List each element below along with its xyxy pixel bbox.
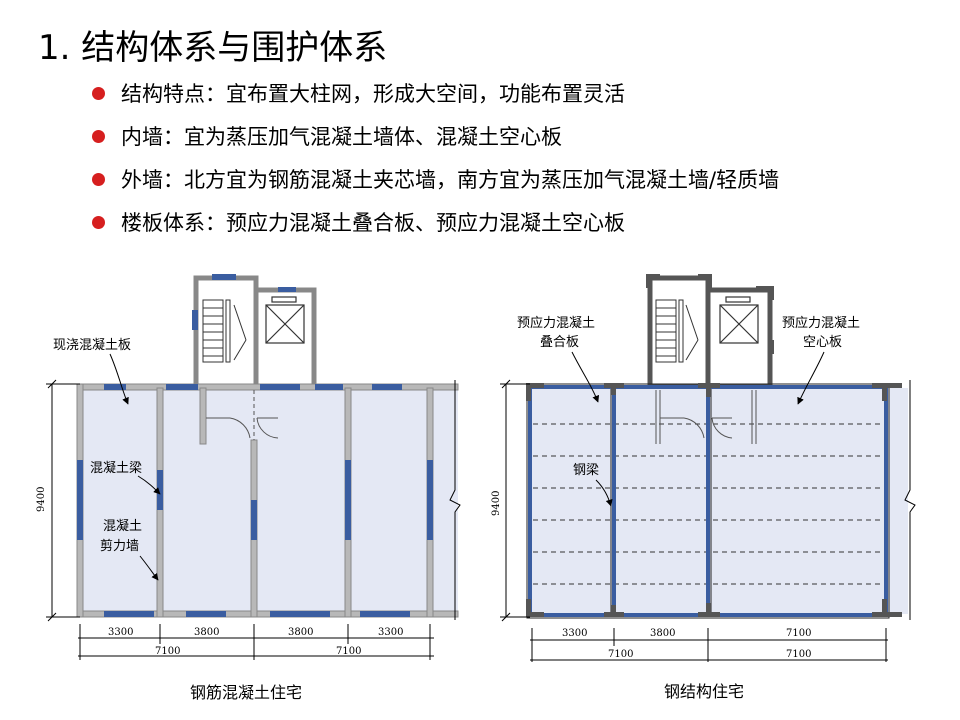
bullet-item-outer-wall: 外墙：北方宜为钢筋混凝土夹芯墙，南方宜为蒸压加气混凝土墙/轻质墙 xyxy=(90,164,779,207)
dim-width-1: 3300 xyxy=(108,627,133,638)
bullet-item-structure: 结构特点：宜布置大柱网，形成大空间，功能布置灵活 xyxy=(90,78,779,121)
bullet-dot-icon xyxy=(92,87,105,100)
annotation-hollow-line2: 空心板 xyxy=(803,335,842,350)
dim-span-1: 7100 xyxy=(608,649,633,660)
bullet-item-floor-system: 楼板体系：预应力混凝土叠合板、预应力混凝土空心板 xyxy=(90,207,779,250)
concrete-plan: 现浇混凝土板 混凝土梁 混凝土 剪力墙 9400 3300 3800 3800 xyxy=(36,274,461,702)
dim-span-2: 7100 xyxy=(786,649,811,660)
steel-plan: 预应力混凝土 叠合板 预应力混凝土 空心板 钢梁 9400 3300 3800 … xyxy=(491,274,916,701)
elevator-core xyxy=(253,287,317,389)
bullet-text: 结构特点：宜布置大柱网，形成大空间，功能布置灵活 xyxy=(121,82,625,106)
elevator-core xyxy=(705,287,773,389)
dim-width-1: 3300 xyxy=(562,628,587,639)
annotation-steel-beam: 钢梁 xyxy=(573,463,599,478)
dim-width-3: 7100 xyxy=(786,628,811,639)
elevator-icon xyxy=(719,296,759,344)
stair-icon xyxy=(202,299,247,363)
annotation-hollow-line1: 预应力混凝土 xyxy=(782,315,860,331)
dim-width-2: 3800 xyxy=(650,628,675,639)
annotation-shear-wall-line1: 混凝土 xyxy=(103,518,142,534)
caption-steel: 钢结构住宅 xyxy=(664,682,744,701)
dim-width-4: 3300 xyxy=(378,627,403,638)
bullet-text: 内墙：宜为蒸压加气混凝土墙体、混凝土空心板 xyxy=(121,125,562,149)
annotation-composite-line2: 叠合板 xyxy=(540,335,579,350)
page-title: 1. 结构体系与围护体系 xyxy=(38,28,388,68)
bullet-dot-icon xyxy=(92,173,105,186)
annotation-slab: 现浇混凝土板 xyxy=(53,337,131,353)
floor-slab xyxy=(80,388,458,614)
dim-width-3: 3800 xyxy=(288,627,313,638)
caption-concrete: 钢筋混凝土住宅 xyxy=(190,683,302,702)
dim-width-2: 3800 xyxy=(194,627,219,638)
annotation-beam: 混凝土梁 xyxy=(90,460,142,476)
dim-height: 9400 xyxy=(36,487,47,512)
bullet-text: 外墙：北方宜为钢筋混凝土夹芯墙，南方宜为蒸压加气混凝土墙/轻质墙 xyxy=(121,168,780,192)
bullet-list: 结构特点：宜布置大柱网，形成大空间，功能布置灵活 内墙：宜为蒸压加气混凝土墙体、… xyxy=(90,78,779,250)
floor-slab xyxy=(530,388,908,614)
bullet-dot-icon xyxy=(92,216,105,229)
dim-span-1: 7100 xyxy=(155,646,180,657)
bullet-item-inner-wall: 内墙：宜为蒸压加气混凝土墙体、混凝土空心板 xyxy=(90,121,779,164)
bullet-text: 楼板体系：预应力混凝土叠合板、预应力混凝土空心板 xyxy=(121,211,625,235)
annotation-composite-line1: 预应力混凝土 xyxy=(517,315,595,331)
stair-icon xyxy=(655,299,699,363)
elevator-icon xyxy=(265,296,305,344)
dim-span-2: 7100 xyxy=(336,646,361,657)
bullet-dot-icon xyxy=(92,130,105,143)
steel-column-icon xyxy=(526,274,902,617)
dim-height: 9400 xyxy=(491,491,502,516)
annotation-shear-wall-line2: 剪力墙 xyxy=(100,538,139,554)
